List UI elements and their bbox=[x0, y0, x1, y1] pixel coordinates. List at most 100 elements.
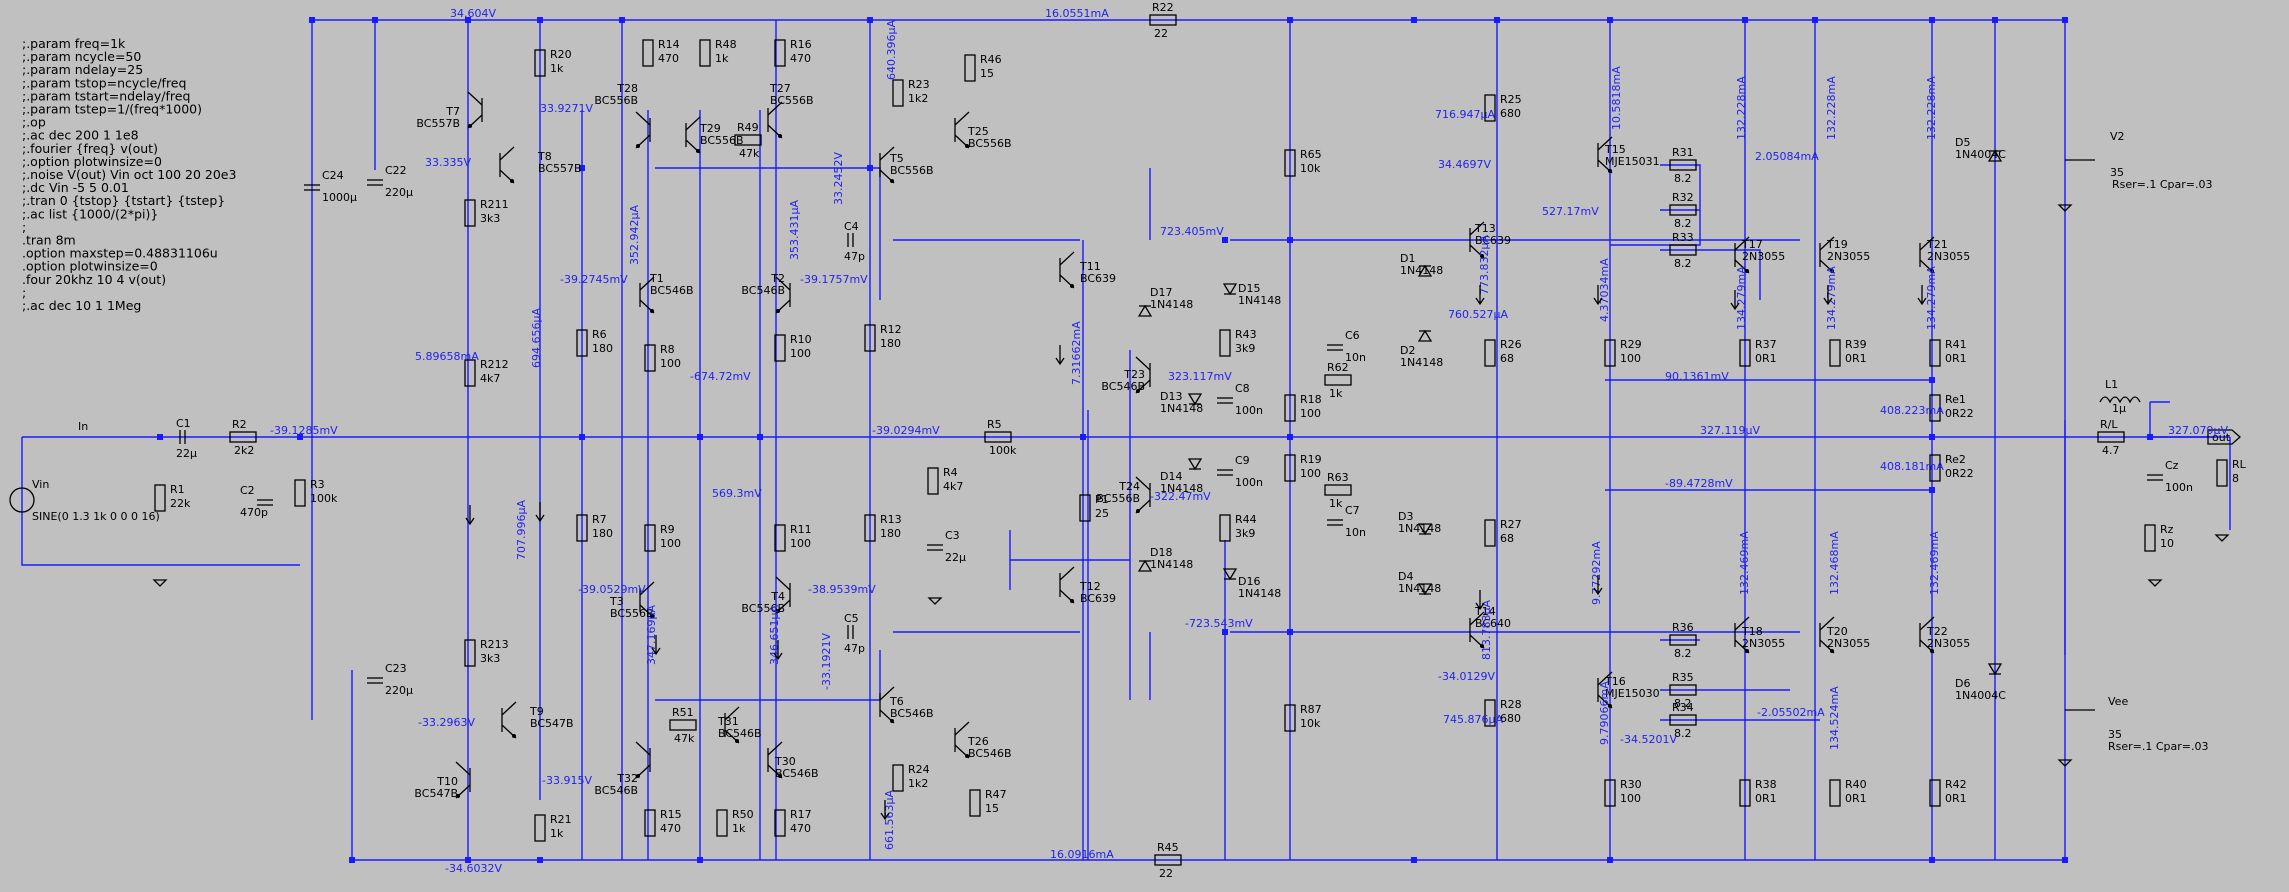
diode-body[interactable] bbox=[1137, 559, 1153, 572]
resistor-body[interactable] bbox=[154, 484, 166, 512]
resistor-r42[interactable] bbox=[1929, 779, 1941, 807]
resistor-body[interactable] bbox=[669, 719, 697, 731]
resistor-body[interactable] bbox=[464, 199, 476, 227]
resistor-r44[interactable] bbox=[1219, 514, 1231, 542]
resistor-r48[interactable] bbox=[699, 39, 711, 67]
resistor-r25[interactable] bbox=[1484, 94, 1496, 122]
resistor-r8[interactable] bbox=[644, 344, 656, 372]
resistor-r41[interactable] bbox=[1929, 339, 1941, 367]
resistor-body[interactable] bbox=[964, 54, 976, 82]
resistor-body[interactable] bbox=[1604, 339, 1616, 367]
resistor-body[interactable] bbox=[927, 467, 939, 495]
transistor-collector[interactable] bbox=[767, 101, 783, 116]
resistor-body[interactable] bbox=[984, 431, 1012, 443]
resistor-r38[interactable] bbox=[1739, 779, 1751, 807]
resistor-body[interactable] bbox=[1829, 779, 1841, 807]
spice-directive[interactable]: ;.ac dec 200 1 1e8 bbox=[22, 128, 139, 143]
resistor-body[interactable] bbox=[294, 479, 306, 507]
transistor-collector[interactable] bbox=[639, 276, 655, 291]
resistor-r39[interactable] bbox=[1829, 339, 1841, 367]
spice-directive[interactable]: ;.param ncycle=50 bbox=[22, 49, 141, 64]
transistor-collector[interactable] bbox=[635, 111, 651, 126]
resistor-body[interactable] bbox=[864, 324, 876, 352]
resistor-r20[interactable] bbox=[534, 49, 546, 77]
resistor-r7[interactable] bbox=[576, 514, 588, 542]
resistor-body[interactable] bbox=[1284, 454, 1296, 482]
diode-body[interactable] bbox=[1222, 568, 1238, 581]
resistor-body[interactable] bbox=[644, 344, 656, 372]
resistor-body[interactable] bbox=[774, 809, 786, 837]
spice-directive[interactable]: ;.dc Vin -5 5 0.01 bbox=[22, 180, 129, 195]
resistor-r17[interactable] bbox=[774, 809, 786, 837]
resistor-body[interactable] bbox=[1739, 779, 1751, 807]
resistor-body[interactable] bbox=[716, 809, 728, 837]
transistor-collector[interactable] bbox=[1919, 616, 1935, 631]
resistor-body[interactable] bbox=[774, 39, 786, 67]
resistor-body[interactable] bbox=[2144, 524, 2156, 552]
resistor-body[interactable] bbox=[892, 79, 904, 107]
transistor-collector[interactable] bbox=[724, 706, 740, 721]
transistor-collector[interactable] bbox=[879, 686, 895, 701]
transistor-collector[interactable] bbox=[455, 761, 471, 776]
resistor-r19[interactable] bbox=[1284, 454, 1296, 482]
resistor-r15[interactable] bbox=[644, 809, 656, 837]
resistor-r37[interactable] bbox=[1739, 339, 1751, 367]
transistor-collector[interactable] bbox=[879, 146, 895, 161]
resistor-r47[interactable] bbox=[969, 789, 981, 817]
resistor-r6[interactable] bbox=[576, 329, 588, 357]
resistor-body[interactable] bbox=[1669, 634, 1697, 646]
transistor-collector[interactable] bbox=[635, 741, 651, 756]
out-port-icon[interactable] bbox=[2207, 429, 2241, 445]
resistor-body[interactable] bbox=[1324, 484, 1352, 496]
resistor-body[interactable] bbox=[644, 524, 656, 552]
resistor-r27[interactable] bbox=[1484, 519, 1496, 547]
diode-body[interactable] bbox=[1987, 149, 2003, 162]
resistor-body[interactable] bbox=[774, 334, 786, 362]
resistor-r12[interactable] bbox=[864, 324, 876, 352]
diode-body[interactable] bbox=[1987, 663, 2003, 676]
diode-body[interactable] bbox=[1417, 264, 1433, 277]
resistor-r211[interactable] bbox=[464, 199, 476, 227]
resistor-re2[interactable] bbox=[1929, 454, 1941, 482]
transistor-collector[interactable] bbox=[954, 111, 970, 126]
resistor-body[interactable] bbox=[1929, 394, 1941, 422]
spice-directive[interactable]: ;.param tstart=ndelay/freq bbox=[22, 88, 190, 103]
resistor-p1[interactable] bbox=[1079, 494, 1091, 522]
resistor-r46[interactable] bbox=[964, 54, 976, 82]
diode-body[interactable] bbox=[1222, 283, 1238, 296]
resistor-body[interactable] bbox=[1929, 339, 1941, 367]
transistor-collector[interactable] bbox=[775, 276, 791, 291]
resistor-body[interactable] bbox=[1484, 94, 1496, 122]
transistor-collector[interactable] bbox=[775, 576, 791, 591]
spice-directive[interactable]: ;.ac list {1000/(2*pi)} bbox=[22, 206, 158, 221]
transistor-collector[interactable] bbox=[1059, 251, 1075, 266]
resistor-body[interactable] bbox=[1284, 149, 1296, 177]
resistor-body[interactable] bbox=[1669, 204, 1697, 216]
transistor-collector[interactable] bbox=[1919, 236, 1935, 251]
resistor-body[interactable] bbox=[1929, 779, 1941, 807]
resistor-body[interactable] bbox=[1484, 699, 1496, 727]
resistor-r9[interactable] bbox=[644, 524, 656, 552]
resistor-body[interactable] bbox=[1669, 714, 1697, 726]
resistor-body[interactable] bbox=[1284, 394, 1296, 422]
diode-body[interactable] bbox=[1187, 393, 1203, 406]
resistor-body[interactable] bbox=[1219, 514, 1231, 542]
resistor-body[interactable] bbox=[464, 359, 476, 387]
resistor-body[interactable] bbox=[642, 39, 654, 67]
transistor-collector[interactable] bbox=[767, 741, 783, 756]
resistor-body[interactable] bbox=[734, 134, 762, 146]
resistor-body[interactable] bbox=[229, 431, 257, 443]
resistor-r26[interactable] bbox=[1484, 339, 1496, 367]
transistor-collector[interactable] bbox=[1734, 236, 1750, 251]
diode-body[interactable] bbox=[1417, 583, 1433, 596]
transistor-collector[interactable] bbox=[1135, 476, 1151, 491]
resistor-body[interactable] bbox=[1929, 454, 1941, 482]
resistor-r43[interactable] bbox=[1219, 329, 1231, 357]
resistor-body[interactable] bbox=[699, 39, 711, 67]
resistor-body[interactable] bbox=[576, 514, 588, 542]
resistor-rl[interactable] bbox=[2216, 459, 2228, 487]
resistor-r65[interactable] bbox=[1284, 149, 1296, 177]
resistor-r23[interactable] bbox=[892, 79, 904, 107]
